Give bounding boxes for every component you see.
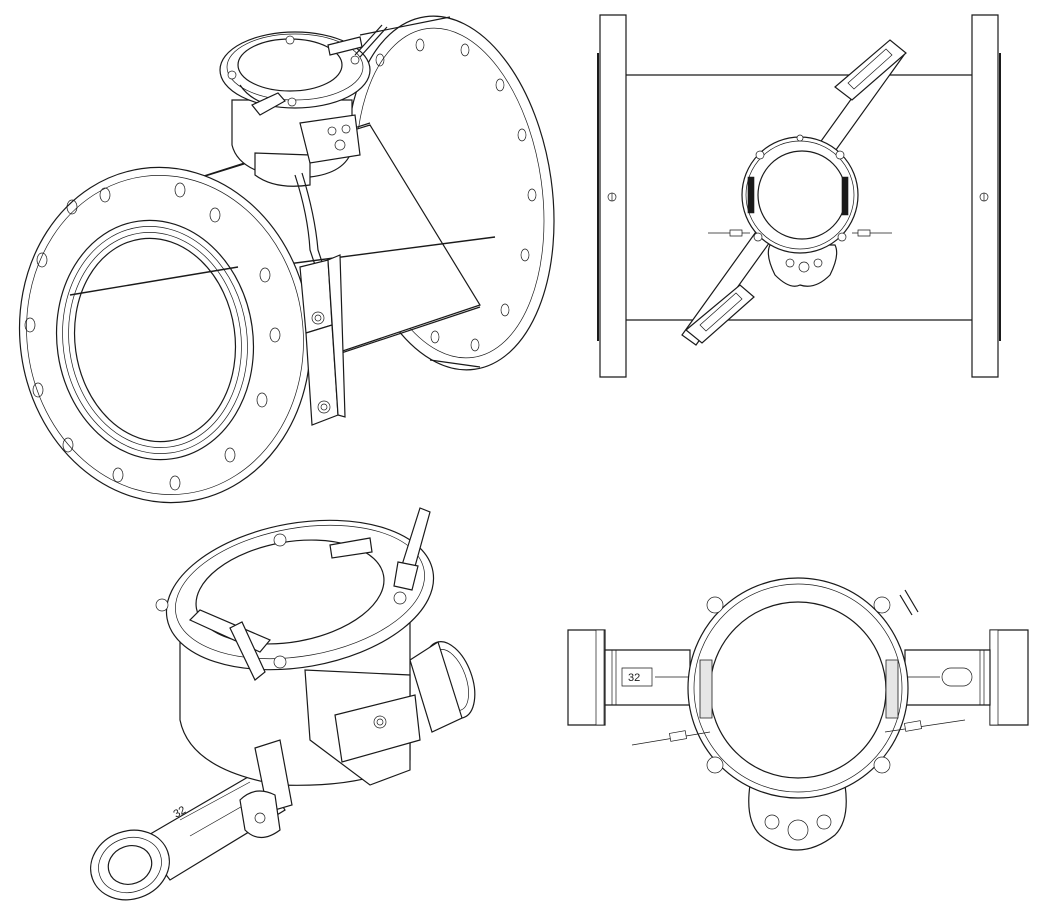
front-flange (10, 148, 332, 515)
isometric-threaded-meter-view: 32 (80, 500, 500, 915)
right-flange (972, 15, 1000, 377)
right-connector (905, 630, 1028, 725)
register-housing-top (688, 578, 908, 850)
sensor-probe (394, 508, 430, 590)
register-housing (220, 25, 387, 186)
probe-clamp (300, 255, 345, 425)
rear-flange-bolt-holes (376, 39, 536, 351)
top-view-threaded-meter-drawing: 32 (560, 560, 1040, 880)
top-view-threaded-meter-view: 32 (560, 560, 1040, 880)
sensor-cable (295, 173, 323, 265)
pipe-body-top (626, 75, 972, 320)
left-body-marking: 32 (628, 672, 640, 684)
isometric-threaded-meter-drawing: 32 (80, 500, 500, 915)
sensor-wires (708, 230, 892, 236)
isometric-flanged-meter-view (10, 5, 570, 515)
outlet-connector (410, 635, 484, 732)
left-connector: 32 (568, 630, 690, 725)
left-flange (598, 15, 626, 377)
sensor-wires-top (632, 590, 965, 745)
isometric-flanged-meter-drawing (10, 5, 570, 515)
top-view-flanged-meter-drawing (590, 5, 1010, 390)
body-marking-text: 32 (172, 804, 189, 821)
body-marking: 32 (172, 804, 189, 821)
top-view-flanged-meter-view (590, 5, 1010, 390)
front-flange-bolt-holes (25, 183, 280, 490)
register-top (742, 135, 858, 286)
register-lid (155, 501, 446, 690)
inlet-connector (81, 819, 179, 910)
